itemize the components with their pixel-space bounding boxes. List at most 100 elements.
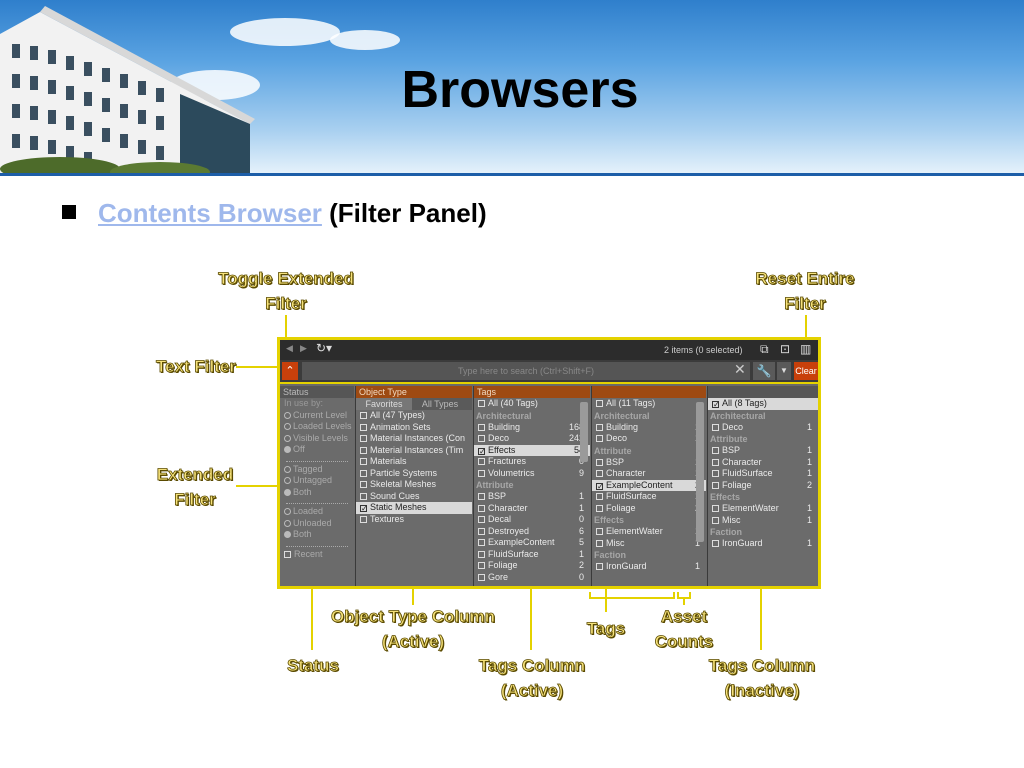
clear-search-icon[interactable]: ✕ [734, 361, 746, 377]
status-option[interactable]: Both [280, 487, 354, 499]
divider [286, 498, 348, 504]
object-type-item[interactable]: Material Instances (Tim [356, 445, 472, 457]
slide-title: Browsers [401, 61, 639, 119]
object-type-column: Object Type Favorites All Types All (47 T… [356, 386, 472, 586]
label-asset-counts: Asset Counts [654, 607, 714, 652]
selection-count: 2 items (0 selected) [664, 345, 743, 355]
object-type-item[interactable]: Material Instances (Con [356, 433, 472, 445]
status-option[interactable]: Both [280, 529, 354, 541]
content-browser-panel: ◀ ▶ ↻▾ 2 items (0 selected) ⧉ ⊡ ▥ ⌃ Type… [277, 337, 821, 589]
tag-all[interactable]: ✓All (8 Tags) [708, 398, 818, 410]
status-option[interactable]: Loaded Levels [280, 421, 354, 433]
object-type-item[interactable]: Textures [356, 514, 472, 526]
status-option[interactable]: Tagged [280, 464, 354, 476]
tab-favorites[interactable]: Favorites [356, 398, 412, 410]
tab-all-types[interactable]: All Types [421, 399, 459, 409]
object-type-item[interactable]: All (47 Types) [356, 410, 472, 422]
label-extended-filter: Extended Filter [156, 465, 234, 510]
status-option[interactable]: Untagged [280, 475, 354, 487]
status-option[interactable]: Current Level [280, 410, 354, 422]
label-reset-filter: Reset Entire Filter [755, 269, 855, 314]
object-type-item[interactable]: Skeletal Meshes [356, 479, 472, 491]
toggle-extended-filter-button[interactable]: ⌃ [282, 362, 298, 380]
recent-checkbox[interactable]: Recent [280, 549, 354, 561]
bullet-line: Contents Browser (Filter Panel) [62, 198, 487, 229]
divider [591, 386, 592, 586]
object-type-item[interactable]: Sound Cues [356, 491, 472, 503]
forward-icon[interactable]: ▶ [300, 343, 307, 353]
object-type-item[interactable]: ✓Static Meshes [356, 502, 472, 514]
tag-category: Faction [594, 550, 627, 560]
popout-icon[interactable]: ⊡ [780, 342, 791, 356]
refresh-icon[interactable]: ↻▾ [316, 341, 333, 355]
search-input[interactable]: Type here to search (Ctrl+Shift+F) [302, 362, 750, 380]
status-header: Status [280, 386, 354, 398]
tag-category: Attribute [594, 445, 632, 456]
tag-category: Faction [710, 527, 743, 537]
divider [286, 456, 348, 462]
new-window-icon[interactable]: ⧉ [760, 342, 769, 356]
back-icon[interactable]: ◀ [286, 343, 293, 353]
object-type-item[interactable]: Particle Systems [356, 468, 472, 480]
tag-category: Effects [710, 492, 741, 502]
divider [355, 386, 356, 586]
object-type-item[interactable]: Animation Sets [356, 422, 472, 434]
search-bar: ⌃ Type here to search (Ctrl+Shift+F) ✕ 🔧… [280, 360, 818, 384]
tag-all[interactable]: All (11 Tags) [592, 398, 706, 410]
wrench-icon[interactable]: 🔧 [753, 362, 775, 380]
clear-filter-button[interactable]: Clear [794, 362, 818, 380]
status-option[interactable]: Unloaded [280, 518, 354, 530]
status-option[interactable]: Off [280, 444, 354, 456]
label-status: Status [287, 656, 340, 676]
tag-all[interactable]: All (40 Tags) [474, 398, 590, 410]
chevron-down-icon[interactable]: ▼ [777, 362, 791, 380]
object-type-header: Object Type [356, 386, 472, 398]
label-object-type-column: Object Type Column (Active) [330, 607, 496, 652]
object-type-item[interactable]: Materials [356, 456, 472, 468]
header-banner [0, 0, 1024, 174]
split-view-icon[interactable]: ▥ [800, 342, 812, 356]
scrollbar[interactable] [580, 402, 588, 462]
tag-item[interactable]: ✓ExampleContent2 [592, 479, 706, 491]
tag-category: Architectural [710, 410, 766, 421]
browser-toolbar: ◀ ▶ ↻▾ 2 items (0 selected) ⧉ ⊡ ▥ [280, 340, 818, 360]
status-option[interactable]: Loaded [280, 506, 354, 518]
scrollbar[interactable] [696, 402, 704, 542]
bullet-text: (Filter Panel) [321, 198, 487, 228]
divider [473, 386, 474, 586]
tag-item[interactable]: Fractures0 [474, 456, 590, 468]
tags-column-active: Tags All (40 Tags) Architectural Buildin… [474, 386, 590, 586]
status-option[interactable]: Visible Levels [280, 433, 354, 445]
contents-browser-link[interactable]: Contents Browser [98, 198, 322, 228]
